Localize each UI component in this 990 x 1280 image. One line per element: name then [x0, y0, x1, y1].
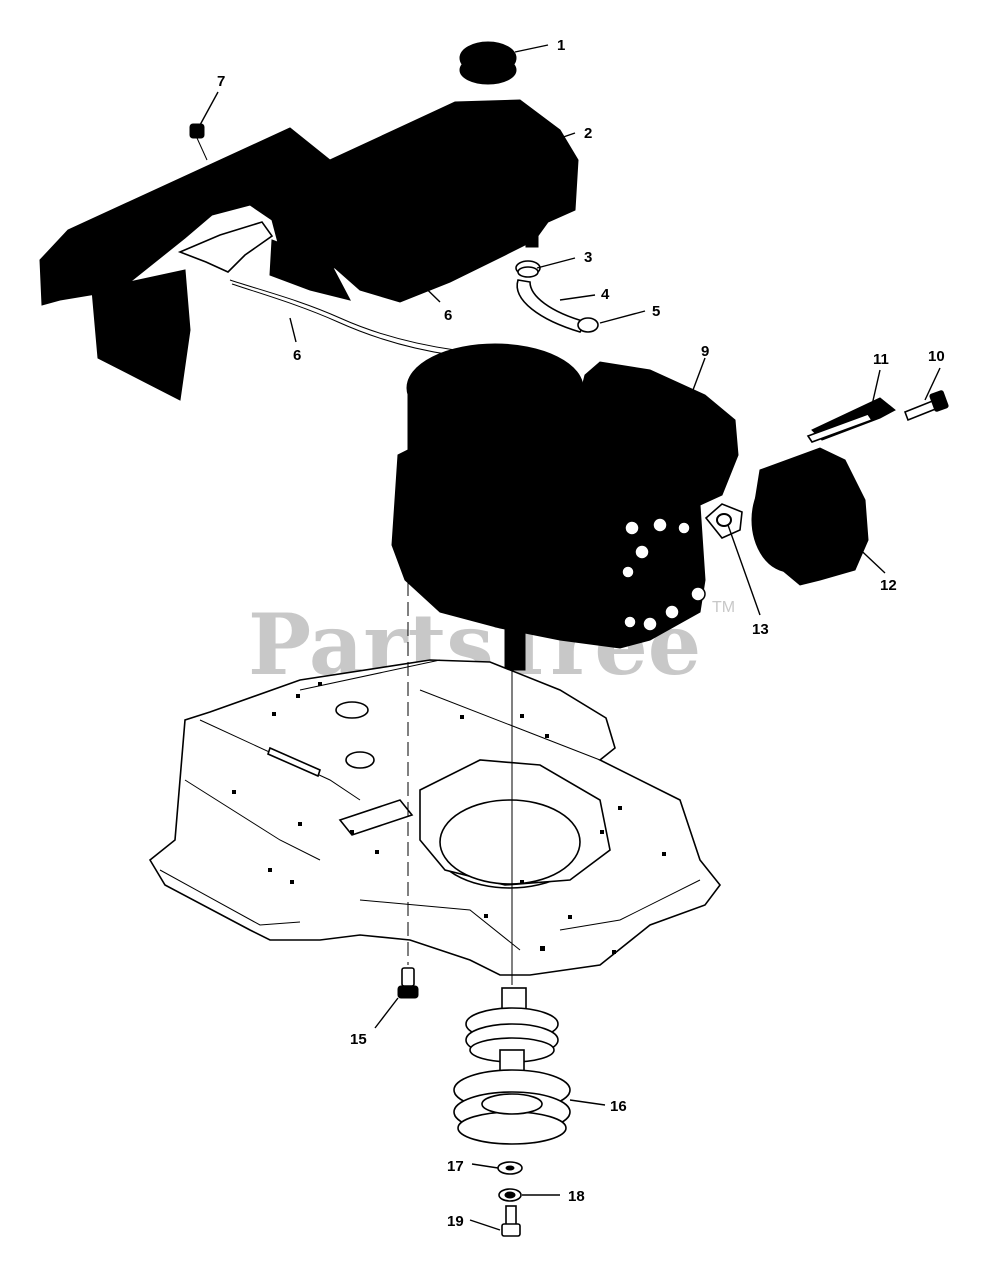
callout-17: 17: [447, 1158, 464, 1175]
chassis-holes: [232, 682, 666, 954]
part-10-bolt[interactable]: [903, 390, 949, 422]
callout-16: 16: [610, 1098, 627, 1115]
chassis-frame: [148, 659, 722, 976]
part-18-lock-washer[interactable]: [498, 1188, 522, 1202]
callout-15: 15: [350, 1031, 367, 1048]
part-3-hose-clamp[interactable]: [515, 260, 541, 278]
callout-11: 11: [873, 351, 889, 368]
callout-5: 5: [652, 303, 660, 320]
part-6-throttle-cable[interactable]: [177, 221, 456, 356]
part-15-bolt[interactable]: [397, 967, 419, 999]
part-17-washer[interactable]: [497, 1161, 523, 1175]
part-1-fuel-cap[interactable]: [459, 41, 517, 85]
part-7-bolt[interactable]: [189, 123, 208, 161]
part-4-fuel-line[interactable]: [516, 279, 588, 333]
callout-13: 13: [752, 621, 769, 638]
callout-9: 9: [701, 343, 709, 360]
part-9-engine[interactable]: [391, 343, 739, 671]
callout-19: 19: [447, 1213, 464, 1230]
callout-6-tank-fitting: 6: [444, 307, 452, 324]
watermark-trademark: TM: [712, 599, 735, 616]
callout-18: 18: [568, 1188, 585, 1205]
dash-panel[interactable]: [39, 127, 351, 401]
part-19-bolt[interactable]: [501, 1205, 521, 1237]
callout-3: 3: [584, 249, 592, 266]
callout-labels: 1 2 3 4 5 6 6 7 9 10 11 12 13 15 16 17 1…: [217, 37, 945, 1230]
engine-bolts: [621, 517, 706, 632]
alignment-lines: [407, 582, 513, 985]
callout-4: 4: [601, 286, 610, 303]
part-11-heat-shield[interactable]: [806, 397, 896, 443]
callout-6-cable: 6: [293, 347, 301, 364]
part-16-pulley[interactable]: [453, 987, 571, 1145]
callout-1: 1: [557, 37, 565, 54]
callout-7: 7: [217, 73, 225, 90]
callout-10: 10: [928, 348, 945, 365]
callout-2: 2: [584, 125, 592, 142]
callout-12: 12: [880, 577, 897, 594]
leader-lines: [199, 44, 941, 1231]
part-5-hose-clamp[interactable]: [577, 317, 599, 333]
part-12-muffler[interactable]: [751, 447, 869, 586]
part-13-gasket[interactable]: [704, 503, 743, 539]
